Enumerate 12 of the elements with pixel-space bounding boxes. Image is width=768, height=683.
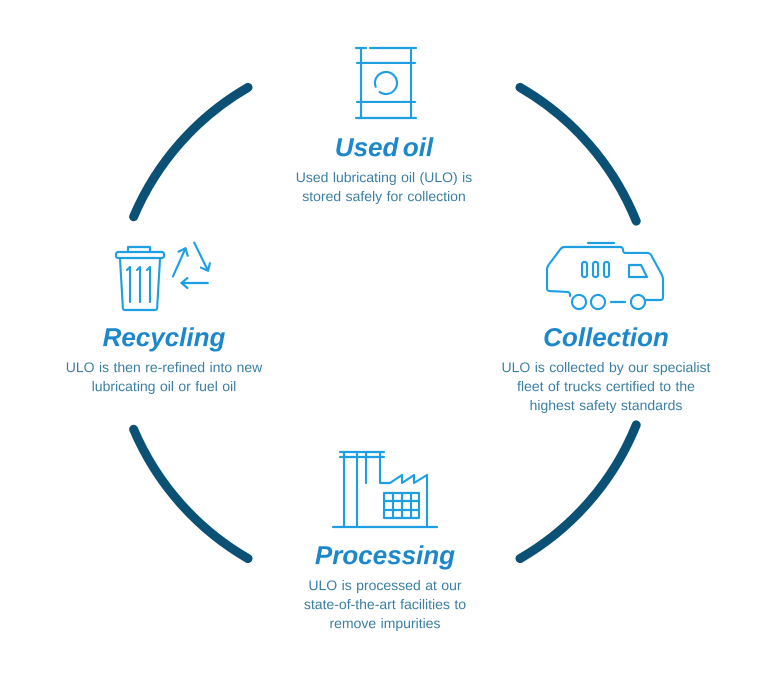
step-title: Recycling xyxy=(103,327,225,352)
step-title: Used oil xyxy=(336,137,434,156)
arc-connector xyxy=(129,82,252,222)
arc-connector xyxy=(129,424,252,564)
step-title: Processing xyxy=(315,545,455,570)
step-description: Used lubricating oil (ULO) is stored safely for collection xyxy=(296,172,472,204)
arc-connector xyxy=(516,420,641,564)
step-description: ULO is then re-refined into new lubricating oil or fuel oil xyxy=(66,362,262,394)
arc-connector xyxy=(516,82,641,226)
step-title: Collection xyxy=(544,327,668,346)
step-description: ULO is collected by our specialist fleet of trucks certified to the highest safety standards xyxy=(502,362,710,413)
step-description: ULO is processed at our state-of-the-art facilities to remove impurities xyxy=(304,580,466,632)
